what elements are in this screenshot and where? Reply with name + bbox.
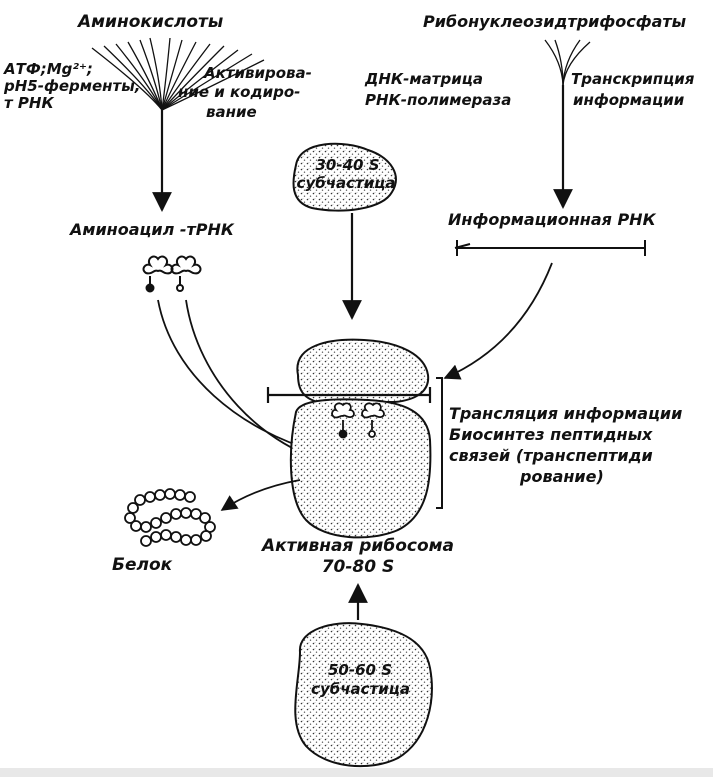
bound-trna-icon bbox=[331, 402, 385, 439]
triphosphate-fan bbox=[544, 39, 591, 86]
aminoacyl-trna-icon bbox=[142, 255, 202, 293]
small-subparticle-label-line2: субчастица bbox=[296, 174, 396, 192]
ph5-enzymes-label: pH5-ферменты, bbox=[4, 77, 141, 95]
large-subparticle-label-line1: 50-60 S bbox=[328, 661, 392, 679]
ribosome-mrna-line bbox=[266, 387, 432, 403]
protein-bead-chain bbox=[124, 488, 216, 547]
messenger-rna-line bbox=[454, 240, 646, 256]
protein-label: Белок bbox=[112, 555, 173, 575]
translation-label-line1: Трансляция информации bbox=[449, 404, 683, 423]
triphosphates-label: Рибонуклеозидтрифосфаты bbox=[423, 12, 687, 31]
transcription-label-line2: информации bbox=[573, 91, 685, 109]
translation-bracket bbox=[436, 377, 443, 509]
atp-mg-label: АТФ;Mg²⁺; bbox=[4, 60, 93, 78]
translation-label-line2: Биосинтез пептидных bbox=[449, 425, 653, 444]
bottom-edge-strip bbox=[0, 768, 713, 777]
small-subparticle-label-line1: 30-40 S bbox=[315, 156, 380, 174]
trna-to-ribosome-arrow-outer bbox=[157, 299, 320, 456]
amino-acid-fan bbox=[91, 37, 265, 111]
small-subparticle-30-40s bbox=[292, 142, 397, 212]
large-subparticle-label-line2: субчастица bbox=[311, 680, 410, 698]
activation-label-line2: ние и кодиро- bbox=[178, 83, 301, 101]
translation-label-line3: связей (транспептиди bbox=[449, 446, 653, 465]
large-subparticle-50-60s bbox=[294, 622, 433, 768]
messenger-rna-label: Информационная РНК bbox=[448, 210, 656, 229]
ribosome-to-protein-arrow bbox=[220, 479, 301, 511]
dna-template-label: ДНК-матрица bbox=[365, 70, 483, 88]
active-ribosome-large-subunit bbox=[289, 398, 432, 539]
trna-reagent-label: т РНК bbox=[4, 94, 54, 112]
transcription-label-line1: Транскрипция bbox=[571, 70, 695, 88]
activation-label-line1: Активирова- bbox=[204, 64, 312, 82]
active-ribosome-small-subunit bbox=[296, 338, 430, 403]
amino-acids-label: Аминокислоты bbox=[78, 12, 224, 32]
activation-label-line3: вание bbox=[206, 103, 257, 121]
translation-label-line4: рование) bbox=[520, 467, 604, 486]
active-ribosome-label-line2: 70-80 S bbox=[321, 557, 395, 577]
aminoacyl-trna-label: Аминоацил -тРНК bbox=[70, 220, 234, 239]
active-ribosome-label-line1: Активная рибосома bbox=[261, 536, 455, 556]
mrna-to-ribosome-arrow bbox=[443, 262, 553, 380]
rna-polymerase-label: РНК-полимераза bbox=[365, 91, 512, 109]
